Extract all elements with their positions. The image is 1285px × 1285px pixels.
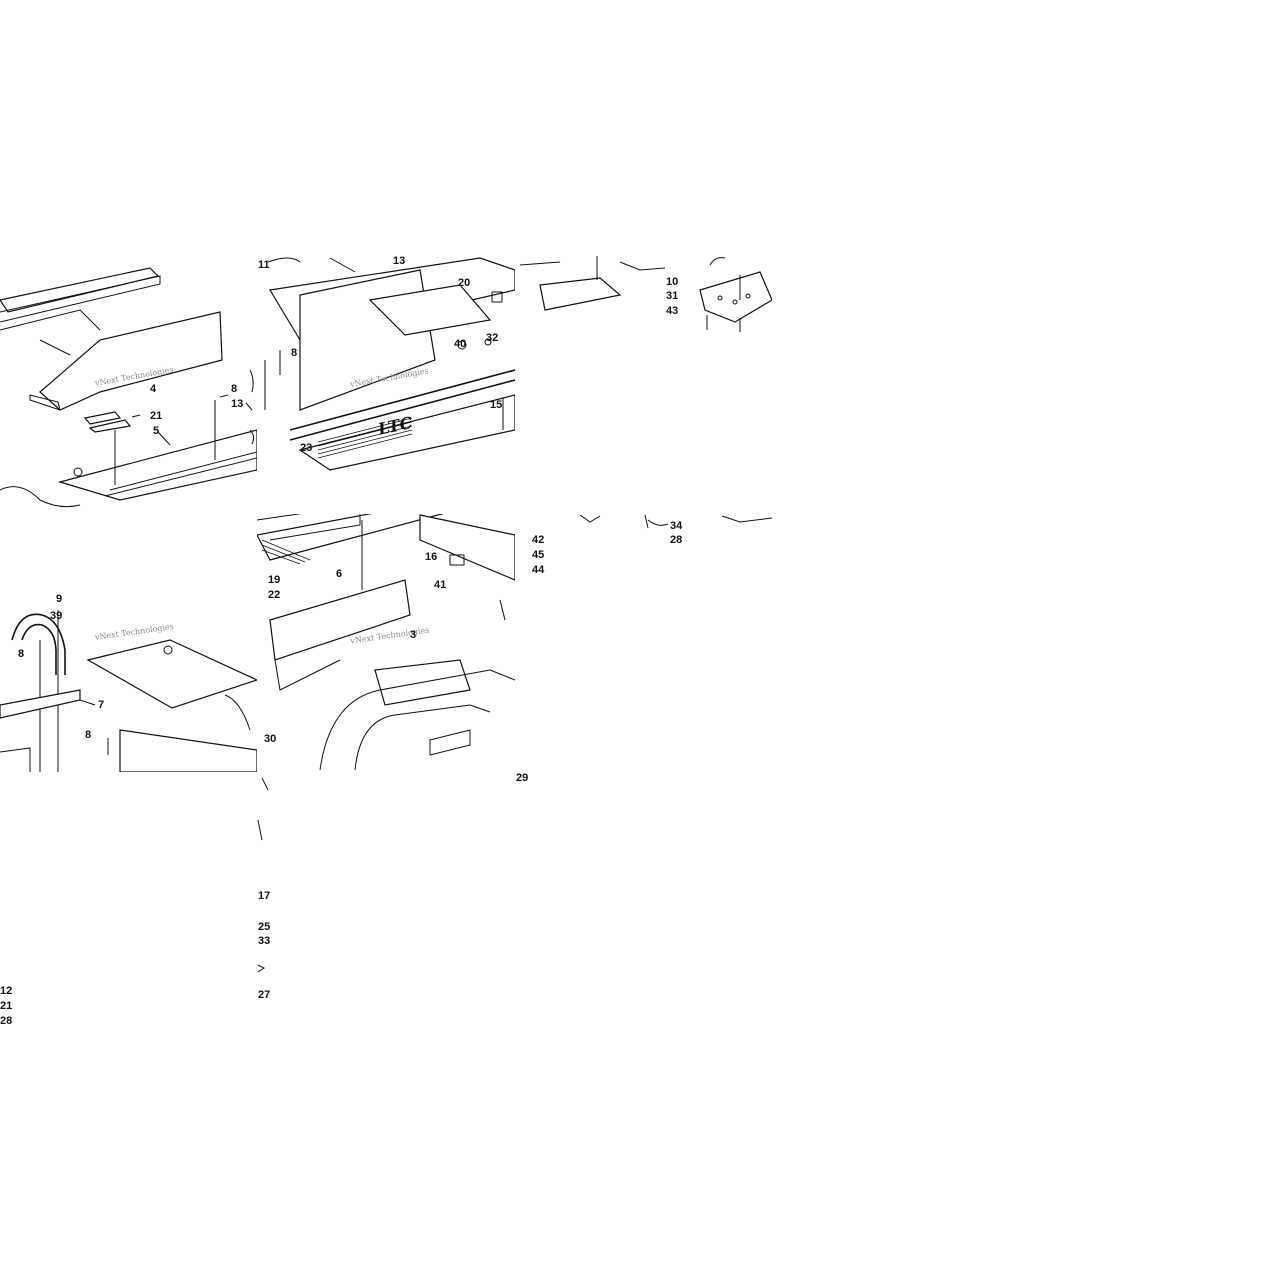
tile-middle-left: vNext Technologies 9 39 8 7 8 bbox=[0, 593, 257, 772]
callout-28-bottom: 28 bbox=[0, 1015, 12, 1027]
callout-19: 19 bbox=[268, 574, 280, 586]
tile-upper-right: 10 31 43 bbox=[519, 256, 772, 332]
callout-8: 8 bbox=[231, 383, 237, 395]
callout-21-bottom: 21 bbox=[0, 1000, 12, 1012]
callout-23: 23 bbox=[300, 442, 312, 454]
callout-17: 17 bbox=[258, 890, 270, 902]
callout-16: 16 bbox=[425, 551, 437, 563]
callout-21: 21 bbox=[150, 410, 162, 422]
tile-right-middle: 34 28 bbox=[579, 514, 773, 546]
callout-31: 31 bbox=[666, 290, 678, 302]
callout-8-bottom: 8 bbox=[85, 729, 91, 741]
callout-44-edge: 44 bbox=[532, 564, 545, 576]
callout-28: 28 bbox=[670, 534, 682, 546]
callout-13: 13 bbox=[231, 398, 243, 410]
callout-43: 43 bbox=[666, 305, 678, 317]
callout-30: 30 bbox=[264, 733, 276, 745]
callout-41: 41 bbox=[434, 579, 446, 591]
callout-8-mid: 8 bbox=[291, 347, 297, 359]
callout-5: 5 bbox=[153, 425, 159, 437]
callout-9: 9 bbox=[56, 593, 62, 605]
callout-33: 33 bbox=[258, 935, 270, 947]
tile-upper-left: vNext Technologies 4 21 5 8 13 bbox=[0, 267, 257, 508]
callout-42-edge: 42 bbox=[532, 534, 544, 546]
callout-29: 29 bbox=[516, 772, 528, 784]
watermark-text-3: vNext Technologies bbox=[93, 622, 174, 642]
callout-13-top: 13 bbox=[393, 255, 405, 267]
callout-12: 12 bbox=[0, 985, 12, 997]
callout-32: 32 bbox=[486, 332, 498, 344]
tile-center: vNext Technologies 42 45 44 16 41 6 19 2… bbox=[257, 514, 515, 771]
callout-4: 4 bbox=[150, 383, 157, 395]
callout-10: 10 bbox=[666, 276, 678, 288]
callout-25: 25 bbox=[258, 921, 270, 933]
callout-39: 39 bbox=[50, 610, 62, 622]
callout-20: 20 bbox=[458, 277, 470, 289]
callout-40: 40 bbox=[454, 338, 466, 350]
callout-8-left: 8 bbox=[18, 648, 24, 660]
callout-7: 7 bbox=[98, 699, 104, 711]
callout-27: 27 bbox=[258, 989, 270, 1001]
callout-34: 34 bbox=[670, 520, 683, 532]
callout-6: 6 bbox=[336, 568, 342, 580]
callout-15: 15 bbox=[490, 399, 502, 411]
tile-upper-middle: LTC vNext Technologies 11 13 20 8 40 32 … bbox=[258, 255, 515, 471]
tile-lower-fragments: 17 25 33 27 12 21 28 bbox=[0, 777, 270, 1027]
callout-3: 3 bbox=[410, 629, 416, 641]
callout-22: 22 bbox=[268, 589, 280, 601]
callout-45-edge: 45 bbox=[532, 549, 544, 561]
callout-11: 11 bbox=[258, 259, 270, 271]
